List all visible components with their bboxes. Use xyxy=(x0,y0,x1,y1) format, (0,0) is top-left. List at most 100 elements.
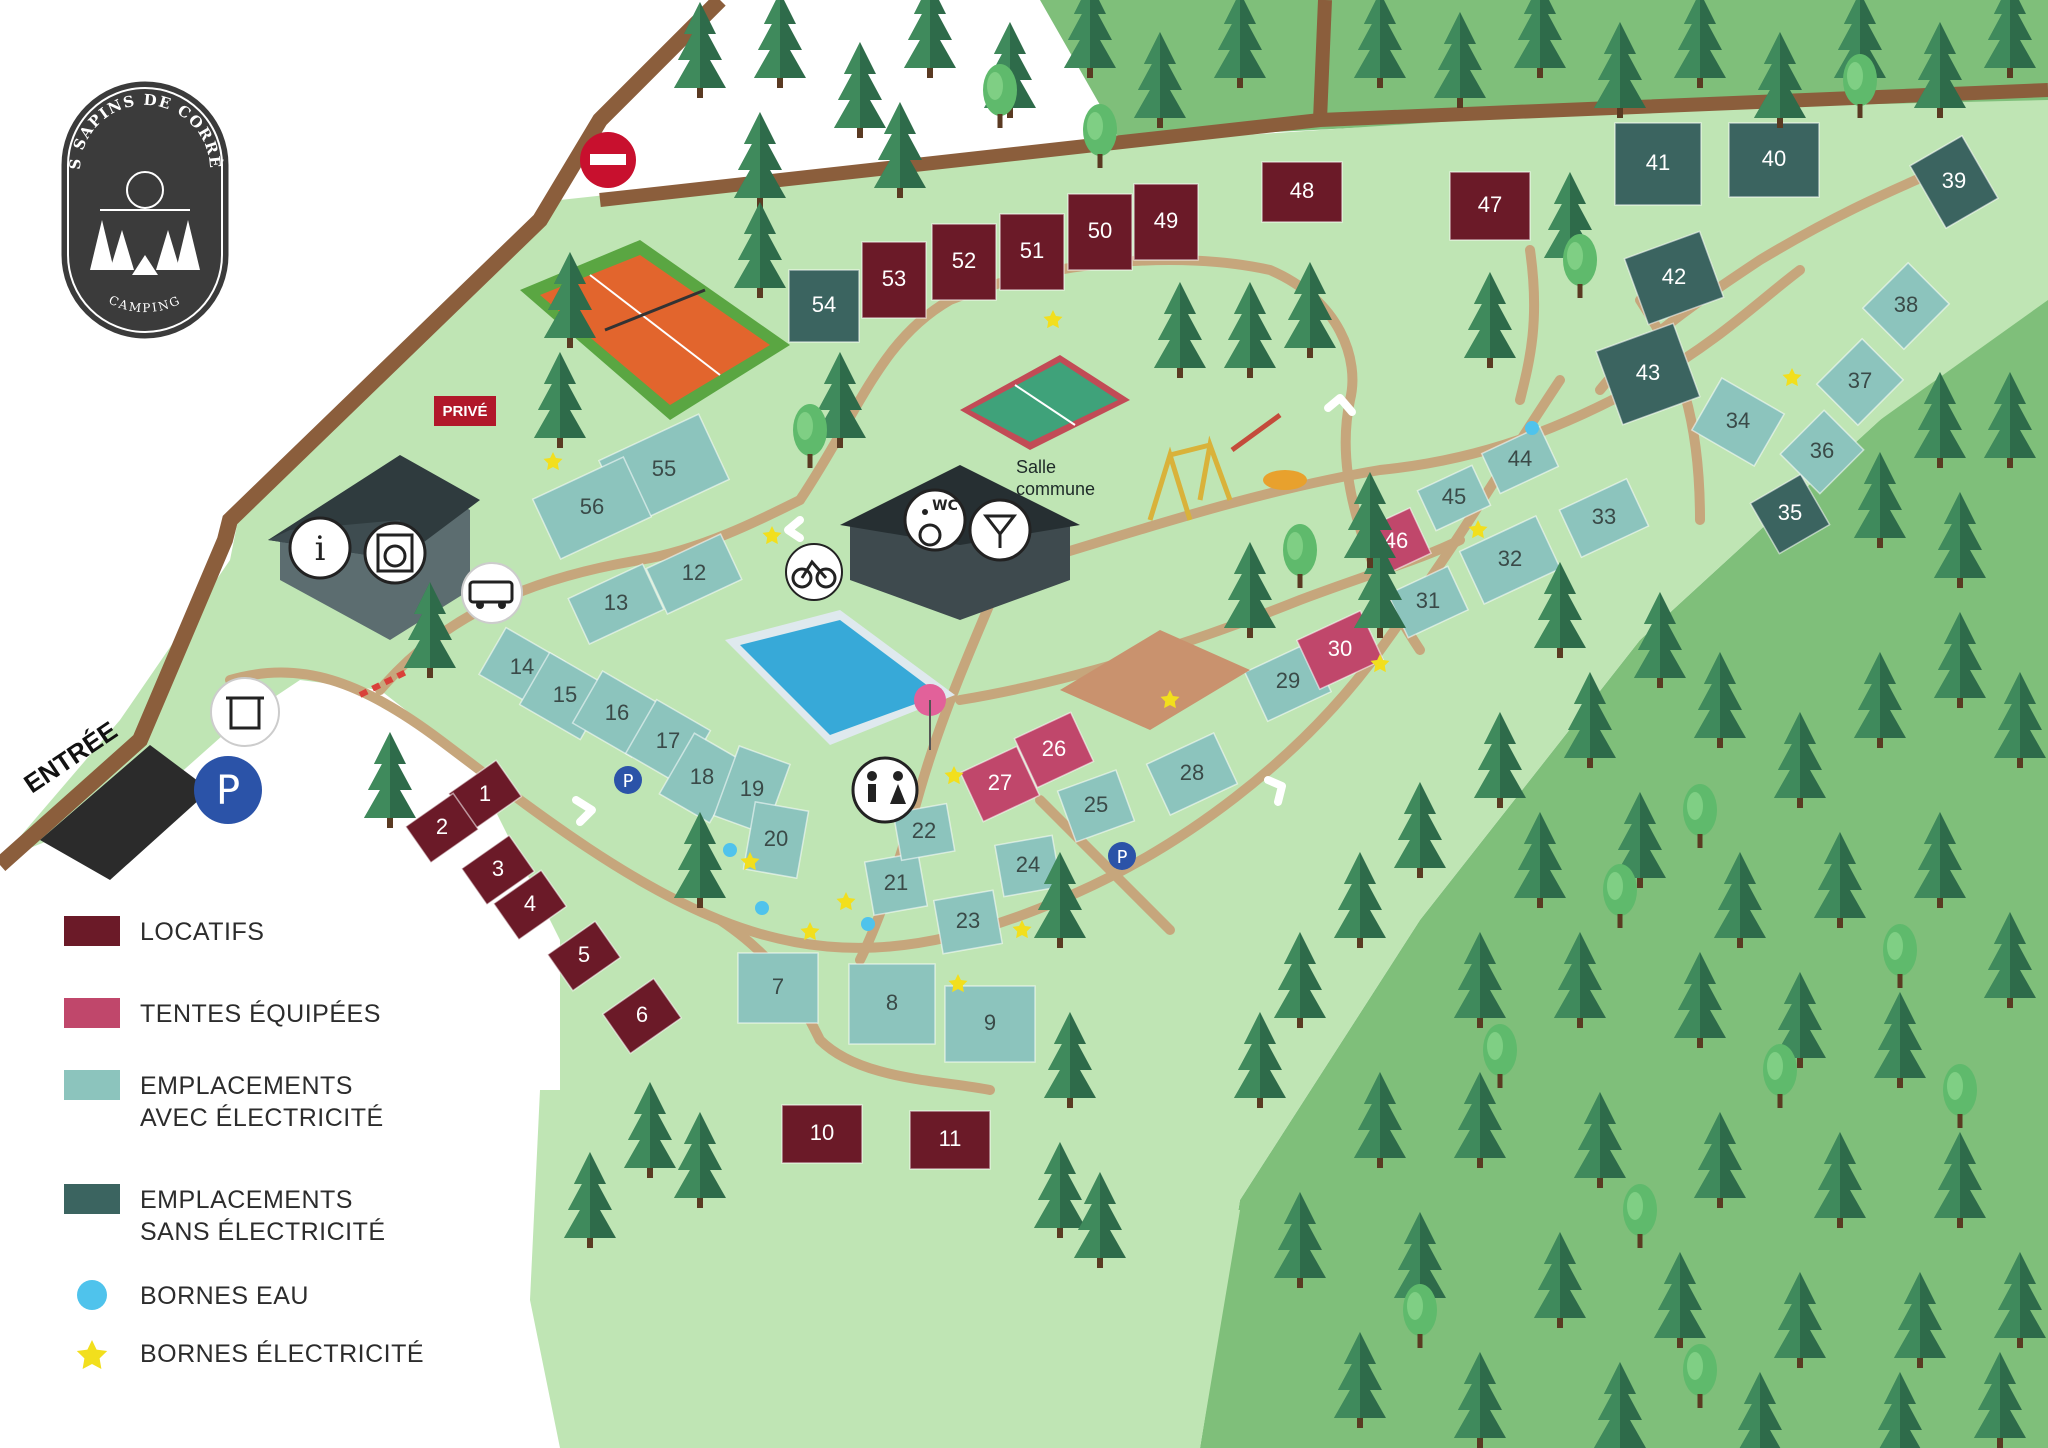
pitch-shape[interactable] xyxy=(1815,337,1905,427)
pitch-shape[interactable] xyxy=(1558,477,1650,559)
pitch-27[interactable]: 27 xyxy=(959,745,1041,823)
pitch-shape[interactable] xyxy=(737,952,819,1024)
pitch-37[interactable]: 37 xyxy=(1815,337,1905,427)
pitch-shape[interactable] xyxy=(861,241,927,319)
pitch-48[interactable]: 48 xyxy=(1261,161,1343,223)
pitch-number: 18 xyxy=(690,764,714,789)
pitch-shape[interactable] xyxy=(1261,161,1343,223)
pitch-shape[interactable] xyxy=(999,213,1065,291)
pitch-shape[interactable] xyxy=(1779,409,1865,495)
pitch-shape[interactable] xyxy=(909,1110,991,1170)
pitch-shape[interactable] xyxy=(1013,711,1095,789)
pitch-shape[interactable] xyxy=(1614,122,1702,206)
pitch-54[interactable]: 54 xyxy=(788,269,860,343)
pitch-number: 33 xyxy=(1592,504,1616,529)
pitch-shape[interactable] xyxy=(492,869,568,941)
pitch-5[interactable]: 5 xyxy=(546,920,622,992)
pitch-2[interactable]: 2 xyxy=(404,792,480,864)
pitch-shape[interactable] xyxy=(944,985,1036,1063)
pitch-41[interactable]: 41 xyxy=(1614,122,1702,206)
pitch-23[interactable]: 23 xyxy=(932,889,1004,955)
pitch-44[interactable]: 44 xyxy=(1480,425,1560,495)
pitch-7[interactable]: 7 xyxy=(737,952,819,1024)
pitch-shape[interactable] xyxy=(1458,514,1562,606)
pitch-shape[interactable] xyxy=(546,920,622,992)
pitch-6[interactable]: 6 xyxy=(601,977,683,1055)
pitch-shape[interactable] xyxy=(645,533,743,615)
private-sign: PRIVÉ xyxy=(434,396,496,426)
pitch-47[interactable]: 47 xyxy=(1449,171,1531,241)
pitch-40[interactable]: 40 xyxy=(1728,122,1820,198)
pitch-53[interactable]: 53 xyxy=(861,241,927,319)
pitch-42[interactable]: 42 xyxy=(1623,230,1725,326)
pitch-34[interactable]: 34 xyxy=(1690,376,1786,468)
pitch-21[interactable]: 21 xyxy=(863,851,929,917)
pitch-shape[interactable] xyxy=(1067,193,1133,271)
pitch-shape[interactable] xyxy=(848,963,936,1045)
pitch-shape[interactable] xyxy=(1133,183,1199,261)
pitch-shape[interactable] xyxy=(404,792,480,864)
pitch-35[interactable]: 35 xyxy=(1749,473,1831,555)
pitch-shape[interactable] xyxy=(1056,769,1136,843)
pitch-shape[interactable] xyxy=(531,455,653,561)
pitch-12[interactable]: 12 xyxy=(645,533,743,615)
pitch-shape[interactable] xyxy=(1480,425,1560,495)
pitch-49[interactable]: 49 xyxy=(1133,183,1199,261)
pitch-52[interactable]: 52 xyxy=(931,223,997,301)
pitch-56[interactable]: 56 xyxy=(531,455,653,561)
pitch-39[interactable]: 39 xyxy=(1908,134,2000,230)
pitch-number: 10 xyxy=(810,1120,834,1145)
pitch-shape[interactable] xyxy=(892,802,956,862)
pitch-shape[interactable] xyxy=(1728,122,1820,198)
pitch-shape[interactable] xyxy=(781,1104,863,1164)
pitch-shape[interactable] xyxy=(1145,731,1239,817)
pitch-shape[interactable] xyxy=(932,889,1004,955)
pitch-shape[interactable] xyxy=(1861,261,1951,351)
pitch-22[interactable]: 22 xyxy=(892,802,956,862)
pitch-10[interactable]: 10 xyxy=(781,1104,863,1164)
pitch-51[interactable]: 51 xyxy=(999,213,1065,291)
pitch-shape[interactable] xyxy=(1595,322,1701,426)
pitch-number: 15 xyxy=(553,682,577,707)
pitch-3[interactable]: 3 xyxy=(460,834,536,906)
pitch-shape[interactable] xyxy=(1749,473,1831,555)
conifer-tree xyxy=(904,0,956,78)
pitch-shape[interactable] xyxy=(1623,230,1725,326)
pitch-shape[interactable] xyxy=(460,834,536,906)
pitch-shape[interactable] xyxy=(1690,376,1786,468)
pitch-number: 2 xyxy=(436,814,448,839)
pitch-shape[interactable] xyxy=(1295,609,1385,691)
pitch-26[interactable]: 26 xyxy=(1013,711,1095,789)
pitch-number: 56 xyxy=(580,494,604,519)
pitch-28[interactable]: 28 xyxy=(1145,731,1239,817)
pitch-shape[interactable] xyxy=(742,800,810,880)
pitch-45[interactable]: 45 xyxy=(1416,464,1492,532)
pitch-8[interactable]: 8 xyxy=(848,963,936,1045)
pitch-shape[interactable] xyxy=(1416,464,1492,532)
pitch-shape[interactable] xyxy=(1908,134,2000,230)
pitch-43[interactable]: 43 xyxy=(1595,322,1701,426)
pitch-shape[interactable] xyxy=(601,977,683,1055)
pitch-36[interactable]: 36 xyxy=(1779,409,1865,495)
pitch-32[interactable]: 32 xyxy=(1458,514,1562,606)
pitch-shape[interactable] xyxy=(863,851,929,917)
pitch-11[interactable]: 11 xyxy=(909,1110,991,1170)
pitch-number: 28 xyxy=(1180,760,1204,785)
pitch-20[interactable]: 20 xyxy=(742,800,810,880)
pitch-24[interactable]: 24 xyxy=(994,834,1062,898)
pitch-13[interactable]: 13 xyxy=(567,563,665,645)
pitch-shape[interactable] xyxy=(567,563,665,645)
pitch-50[interactable]: 50 xyxy=(1067,193,1133,271)
pitch-25[interactable]: 25 xyxy=(1056,769,1136,843)
pitch-9[interactable]: 9 xyxy=(944,985,1036,1063)
pitch-38[interactable]: 38 xyxy=(1861,261,1951,351)
pitch-number: 14 xyxy=(510,654,534,679)
pitch-shape[interactable] xyxy=(1449,171,1531,241)
pitch-shape[interactable] xyxy=(959,745,1041,823)
pitch-shape[interactable] xyxy=(788,269,860,343)
pitch-30[interactable]: 30 xyxy=(1295,609,1385,691)
pitch-4[interactable]: 4 xyxy=(492,869,568,941)
pitch-shape[interactable] xyxy=(931,223,997,301)
pitch-33[interactable]: 33 xyxy=(1558,477,1650,559)
